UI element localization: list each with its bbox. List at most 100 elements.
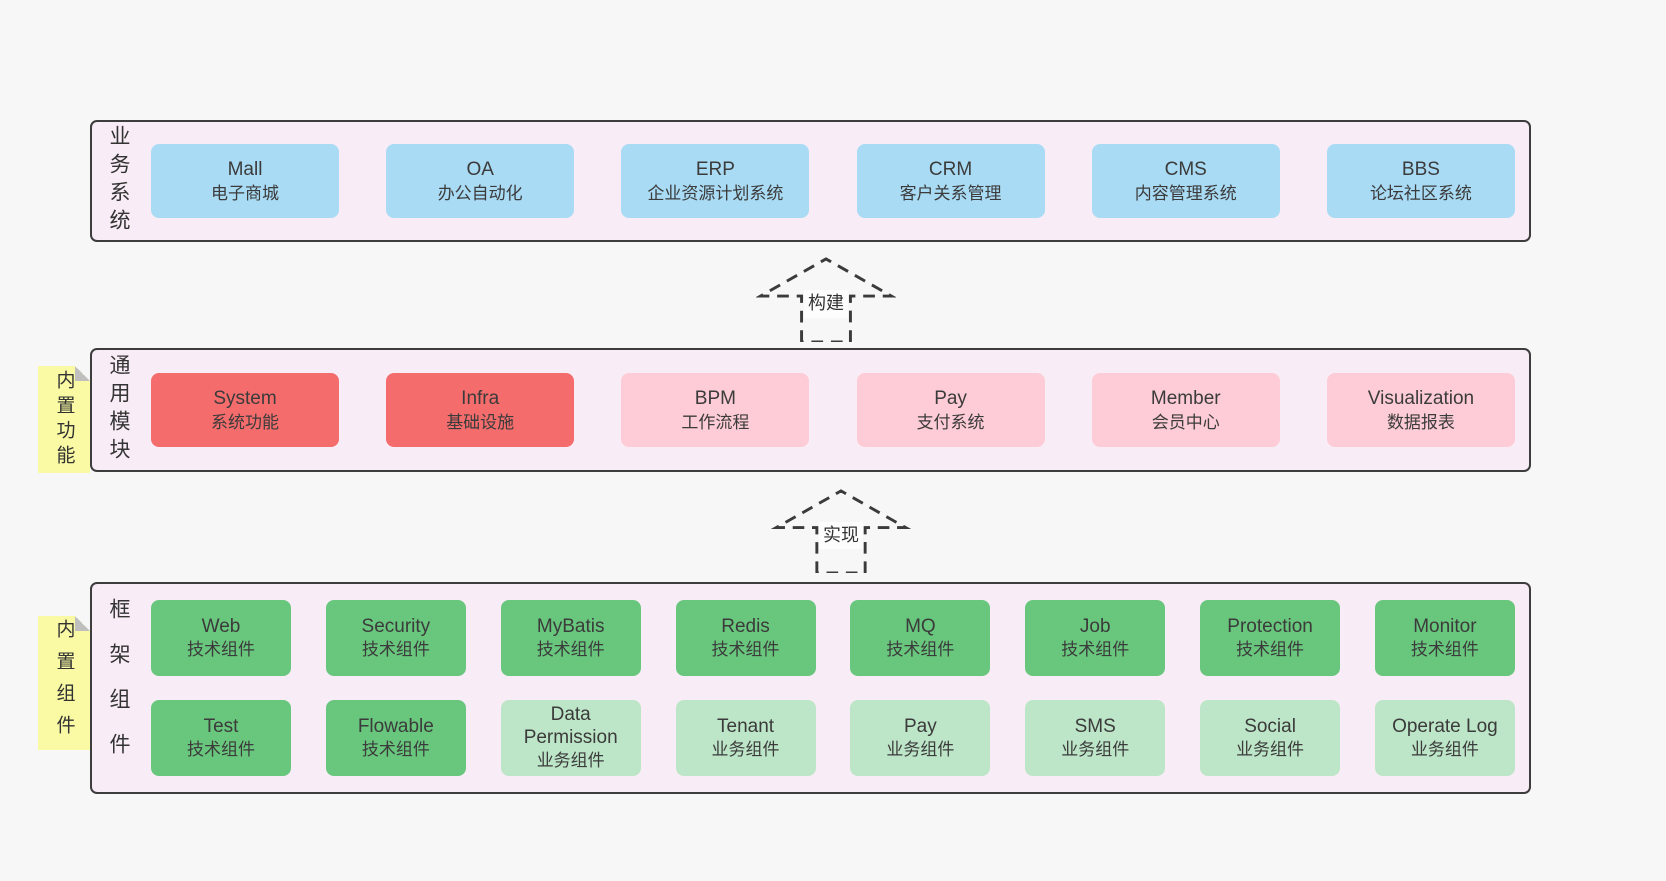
box-title: Job xyxy=(1079,615,1111,637)
box-title: Operate Log xyxy=(1392,715,1498,737)
box-title: MQ xyxy=(905,615,936,637)
box-title: Social xyxy=(1244,715,1296,737)
box-bbs: BBS 论坛社区系统 xyxy=(1326,144,1515,218)
box-mq: MQ 技术组件 xyxy=(850,600,991,676)
framework-components-panel: 框架组件 Web 技术组件 Security 技术组件 MyBatis 技术组件… xyxy=(90,582,1531,794)
box-subtitle: 数据报表 xyxy=(1386,412,1455,432)
box-title: Infra xyxy=(461,387,500,409)
business-systems-panel: 业务系统 Mall 电子商城 OA 办公自动化 ERP 企业资源计划系统 CRM… xyxy=(90,120,1531,242)
box-data-permission: Data Permission 业务组件 xyxy=(500,700,641,776)
box-flowable: Flowable 技术组件 xyxy=(325,700,466,776)
box-title: Visualization xyxy=(1367,387,1475,409)
note-label: 内置组件 xyxy=(53,619,75,747)
box-title: System xyxy=(213,387,277,409)
box-subtitle: 技术组件 xyxy=(711,639,780,659)
box-title: Protection xyxy=(1227,615,1313,637)
box-subtitle: 技术组件 xyxy=(536,639,605,659)
folded-corner-icon xyxy=(75,616,90,631)
box-subtitle: 系统功能 xyxy=(211,412,279,432)
box-tenant: Tenant 业务组件 xyxy=(675,700,816,776)
box-subtitle: 支付系统 xyxy=(916,412,985,432)
box-cms: CMS 内容管理系统 xyxy=(1091,144,1280,218)
box-crm: CRM 客户关系管理 xyxy=(856,144,1045,218)
folded-corner-icon xyxy=(75,366,90,381)
box-subtitle: 工作流程 xyxy=(681,412,750,432)
box-title: MyBatis xyxy=(536,615,605,637)
box-subtitle: 会员中心 xyxy=(1151,412,1220,432)
box-title: BBS xyxy=(1401,158,1440,180)
box-bpm: BPM 工作流程 xyxy=(621,373,810,447)
box-operate-log: Operate Log 业务组件 xyxy=(1374,700,1515,776)
box-member: Member 会员中心 xyxy=(1091,373,1280,447)
framework-components-row-1: Web 技术组件 Security 技术组件 MyBatis 技术组件 Redi… xyxy=(151,600,1515,676)
common-modules-panel: 通用模块 System 系统功能 Infra 基础设施 BPM 工作流程 Pay… xyxy=(90,348,1531,472)
box-title: Security xyxy=(361,615,431,637)
framework-components-rows: Web 技术组件 Security 技术组件 MyBatis 技术组件 Redi… xyxy=(129,600,1529,776)
box-title: Flowable xyxy=(357,715,434,737)
business-systems-label: 业务系统 xyxy=(107,125,130,237)
box-title: Web xyxy=(201,615,241,637)
box-subtitle: 电子商城 xyxy=(211,183,279,203)
box-subtitle: 技术组件 xyxy=(1236,639,1305,659)
box-pay: Pay 支付系统 xyxy=(856,373,1045,447)
box-subtitle: 办公自动化 xyxy=(437,183,523,203)
box-title: Pay xyxy=(934,387,967,409)
build-arrow-label: 构建 xyxy=(804,290,848,318)
box-subtitle: 企业资源计划系统 xyxy=(647,183,784,203)
box-subtitle: 基础设施 xyxy=(446,412,515,432)
up-arrow-icon xyxy=(770,489,912,573)
box-erp: ERP 企业资源计划系统 xyxy=(621,144,810,218)
box-subtitle: 论坛社区系统 xyxy=(1369,183,1472,203)
business-systems-row: Mall 电子商城 OA 办公自动化 ERP 企业资源计划系统 CRM 客户关系… xyxy=(129,144,1529,218)
up-arrow-icon xyxy=(756,257,896,342)
box-web: Web 技术组件 xyxy=(151,600,291,676)
box-infra: Infra 基础设施 xyxy=(386,373,575,447)
box-test: Test 技术组件 xyxy=(151,700,291,776)
box-subtitle: 业务组件 xyxy=(886,739,955,759)
box-subtitle: 业务组件 xyxy=(1410,739,1479,759)
box-title: Redis xyxy=(721,615,770,637)
built-in-features-note: 内置功能 xyxy=(38,366,90,473)
box-subtitle: 内容管理系统 xyxy=(1134,183,1237,203)
box-security: Security 技术组件 xyxy=(325,600,466,676)
box-title: CRM xyxy=(928,158,973,180)
implement-arrow: 实现 xyxy=(770,488,912,573)
box-title: Test xyxy=(203,715,239,737)
box-subtitle: 业务组件 xyxy=(711,739,780,759)
box-pay-component: Pay 业务组件 xyxy=(850,700,991,776)
box-title: CMS xyxy=(1164,158,1207,180)
box-oa: OA 办公自动化 xyxy=(386,144,575,218)
box-title: Mall xyxy=(227,158,263,180)
box-system: System 系统功能 xyxy=(151,373,339,447)
build-arrow: 构建 xyxy=(756,256,896,342)
box-title: Tenant xyxy=(717,715,775,737)
note-label: 内置功能 xyxy=(53,369,75,470)
implement-arrow-label: 实现 xyxy=(819,522,863,550)
box-visualization: Visualization 数据报表 xyxy=(1326,373,1515,447)
box-subtitle: 客户关系管理 xyxy=(899,183,1002,203)
box-title: BPM xyxy=(694,387,736,409)
box-subtitle: 技术组件 xyxy=(187,639,255,659)
box-title: Pay xyxy=(904,715,937,737)
box-title: Data Permission xyxy=(523,704,618,749)
box-mall: Mall 电子商城 xyxy=(151,144,339,218)
common-modules-label: 通用模块 xyxy=(107,354,130,466)
built-in-components-note: 内置组件 xyxy=(38,616,90,750)
box-subtitle: 技术组件 xyxy=(187,739,255,759)
box-protection: Protection 技术组件 xyxy=(1200,600,1341,676)
box-subtitle: 技术组件 xyxy=(1061,639,1130,659)
box-title: OA xyxy=(466,158,494,180)
box-monitor: Monitor 技术组件 xyxy=(1374,600,1515,676)
box-title: ERP xyxy=(695,158,735,180)
box-subtitle: 技术组件 xyxy=(886,639,955,659)
framework-components-label: 框架组件 xyxy=(107,598,130,778)
box-subtitle: 技术组件 xyxy=(1410,639,1479,659)
common-modules-row: System 系统功能 Infra 基础设施 BPM 工作流程 Pay 支付系统… xyxy=(129,373,1529,447)
box-subtitle: 业务组件 xyxy=(1236,739,1305,759)
box-title: Monitor xyxy=(1413,615,1477,637)
box-title: SMS xyxy=(1074,715,1116,737)
box-title: Member xyxy=(1150,387,1221,409)
box-subtitle: 技术组件 xyxy=(361,739,430,759)
box-subtitle: 业务组件 xyxy=(1061,739,1130,759)
